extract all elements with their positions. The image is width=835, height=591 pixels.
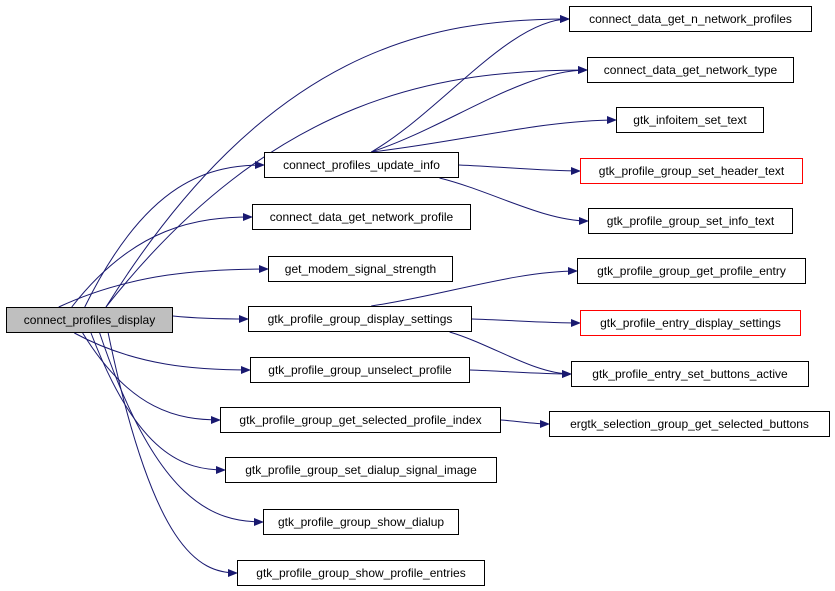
edge-root-to-n8 [58, 265, 269, 308]
node-n8[interactable]: get_modem_signal_strength [268, 256, 453, 282]
node-n16[interactable]: gtk_profile_group_set_dialup_signal_imag… [225, 457, 497, 483]
node-n3[interactable]: gtk_infoitem_set_text [616, 107, 764, 133]
edge-root-to-n18 [107, 332, 238, 577]
edge-root-to-n7 [71, 213, 253, 308]
node-n13[interactable]: gtk_profile_entry_set_buttons_active [571, 361, 809, 387]
edge-n14-to-n15 [500, 419, 550, 428]
edge-n10-to-n11 [471, 318, 581, 327]
node-n11[interactable]: gtk_profile_entry_display_settings [580, 310, 801, 336]
edge-n12-to-n13 [469, 369, 572, 378]
node-n4[interactable]: connect_profiles_update_info [264, 152, 459, 178]
node-n7[interactable]: connect_data_get_network_profile [252, 204, 471, 230]
node-n2[interactable]: connect_data_get_network_type [587, 57, 794, 83]
edge-root-to-n4 [84, 161, 265, 308]
node-n10[interactable]: gtk_profile_group_display_settings [248, 306, 472, 332]
edge-root-to-n2 [105, 66, 588, 308]
node-n6[interactable]: gtk_profile_group_set_info_text [588, 208, 793, 234]
node-n12[interactable]: gtk_profile_group_unselect_profile [250, 357, 470, 383]
edge-n4-to-n1 [371, 15, 570, 153]
edge-n10-to-n13 [449, 331, 572, 378]
edge-n10-to-n9 [371, 267, 578, 307]
edge-root-to-n1 [105, 15, 570, 308]
node-n15[interactable]: ergtk_selection_group_get_selected_butto… [549, 411, 830, 437]
node-n1[interactable]: connect_data_get_n_network_profiles [569, 6, 812, 32]
edge-n4-to-n5 [458, 164, 581, 175]
node-n9[interactable]: gtk_profile_group_get_profile_entry [577, 258, 806, 284]
node-n14[interactable]: gtk_profile_group_get_selected_profile_i… [220, 407, 501, 433]
edge-n4-to-n6 [439, 177, 589, 225]
edge-root-to-n10 [172, 314, 249, 323]
node-n18[interactable]: gtk_profile_group_show_profile_entries [237, 560, 485, 586]
node-n5[interactable]: gtk_profile_group_set_header_text [580, 158, 803, 184]
node-n17[interactable]: gtk_profile_group_show_dialup [263, 509, 459, 535]
edge-root-to-n14 [82, 332, 221, 424]
node-root[interactable]: connect_profiles_display [6, 307, 173, 333]
edge-n4-to-n3 [371, 116, 617, 153]
edge-root-to-n16 [90, 332, 226, 474]
edge-root-to-n12 [74, 332, 251, 374]
edge-n4-to-n2 [371, 66, 588, 153]
